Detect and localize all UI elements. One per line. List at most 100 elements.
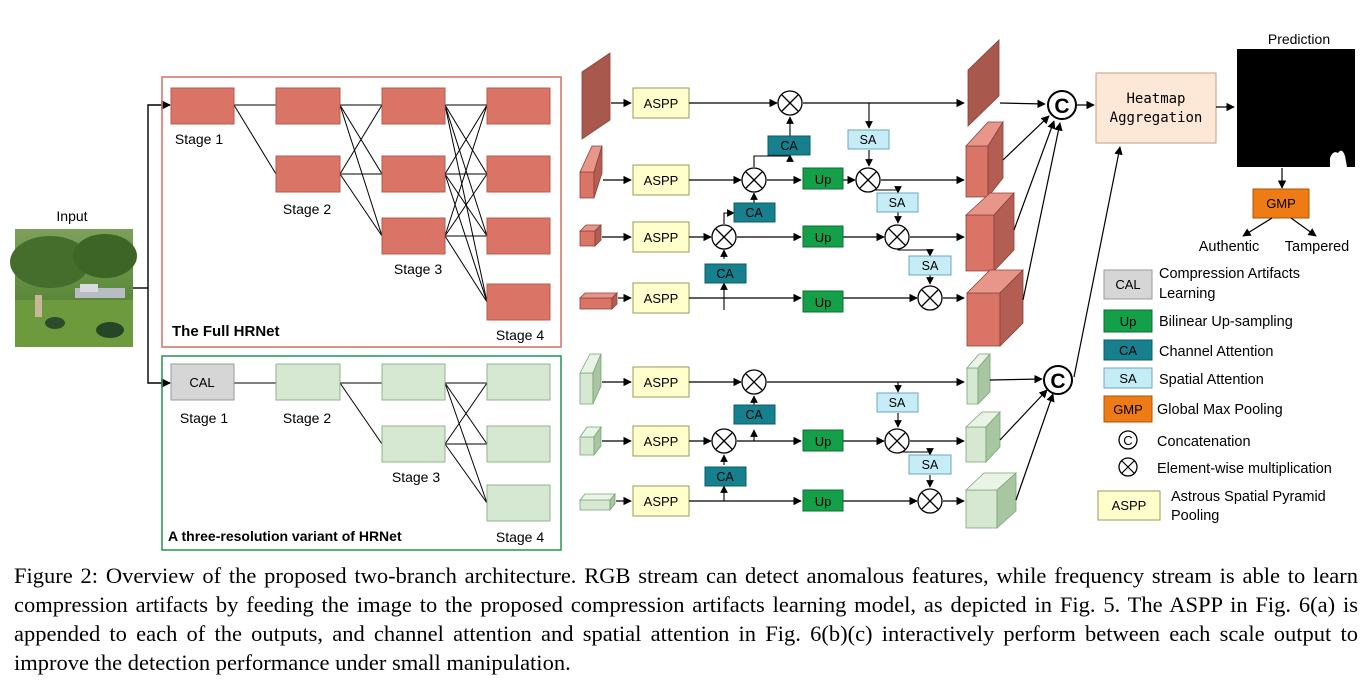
legend-mult-icon <box>1118 457 1138 477</box>
heatmap-label-line2: Aggregation <box>1110 110 1203 126</box>
legend-concat-key: C <box>1123 433 1132 448</box>
rgb-stage2-block-r1 <box>275 87 341 125</box>
up-box-2-label: Up <box>815 230 832 245</box>
freq-stage2-label: Stage 2 <box>283 410 331 426</box>
ca-box-5-label: CA <box>716 470 734 484</box>
freq-output-r1 <box>966 352 991 405</box>
freq-feature-r2 <box>579 425 602 457</box>
aspp-freq-r1 <box>632 366 690 398</box>
aspp-freq-r3 <box>632 485 690 517</box>
mult-node <box>917 285 943 311</box>
mult-node <box>855 167 881 193</box>
prediction-mask <box>1237 49 1355 167</box>
gmp-block-label: GMP <box>1266 196 1296 211</box>
figure-caption: Figure 2: Overview of the proposed two-b… <box>14 563 1358 675</box>
legend-cal-key: CAL <box>1115 277 1140 292</box>
svg-text:C: C <box>1054 95 1069 118</box>
aspp-freq-r3-label: ASPP <box>644 494 679 509</box>
rgb-stage2-block-r2 <box>275 155 341 193</box>
legend: CAL Compression Artifacts Learning Up Bi… <box>1097 266 1332 524</box>
gmp-block <box>1252 188 1310 219</box>
aspp-rgb-r2-label: ASPP <box>644 173 679 188</box>
up-box-1-label: Up <box>815 172 832 187</box>
sa-box-2 <box>876 192 919 213</box>
mult-node <box>884 224 910 250</box>
mult-node <box>711 224 737 250</box>
rgb-stage1-block <box>170 87 235 125</box>
concat-node-freq: C <box>1043 365 1073 395</box>
authentic-label: Authentic <box>1199 239 1259 255</box>
input-image <box>10 229 137 347</box>
freq-stage1-label: Stage 1 <box>180 410 228 426</box>
legend-gmp-text: Global Max Pooling <box>1157 402 1283 418</box>
rgb-stage3-block-r1 <box>381 87 446 125</box>
up-box-3 <box>802 290 844 313</box>
rgb-feature-r3 <box>579 224 602 247</box>
rgb-stage3-block-r2 <box>381 155 446 193</box>
sa-box-4 <box>876 392 919 413</box>
cal-block <box>170 363 235 401</box>
legend-aspp-text-2: Pooling <box>1171 508 1219 524</box>
sa-box-1-label: SA <box>860 133 877 147</box>
legend-cal-swatch <box>1103 269 1153 300</box>
svg-text:C: C <box>1050 370 1065 393</box>
up-box-5-label: Up <box>815 494 832 509</box>
freq-stage3-block-r1 <box>381 363 446 401</box>
aspp-freq-r1-label: ASPP <box>644 375 679 390</box>
mult-node <box>884 428 910 454</box>
legend-up-text: Bilinear Up-sampling <box>1159 314 1293 330</box>
aspp-rgb-r4-label: ASPP <box>644 291 679 306</box>
legend-gmp-key: GMP <box>1113 402 1143 417</box>
aspp-rgb-r3-label: ASPP <box>644 230 679 245</box>
rgb-branch-title: The Full HRNet <box>172 323 280 340</box>
legend-up-swatch <box>1103 309 1153 333</box>
rgb-output-r2 <box>965 120 1004 199</box>
legend-cal-text-1: Compression Artifacts <box>1159 266 1300 282</box>
rgb-output-r1 <box>967 39 1000 127</box>
aspp-rgb-r1 <box>632 87 690 119</box>
legend-sa-text: Spatial Attention <box>1159 372 1264 388</box>
legend-concat-text: Concatenation <box>1157 434 1251 450</box>
up-box-3-label: Up <box>815 295 832 310</box>
rgb-stage2-label: Stage 2 <box>283 201 331 217</box>
rgb-stage3-label: Stage 3 <box>394 261 442 277</box>
legend-aspp-swatch <box>1097 490 1161 521</box>
legend-gmp-swatch <box>1103 395 1153 423</box>
rgb-stage1-label: Stage 1 <box>175 131 223 147</box>
up-box-2 <box>802 225 844 248</box>
legend-aspp-key: ASPP <box>1112 498 1147 513</box>
legend-ca-text: Channel Attention <box>1159 344 1273 360</box>
legend-concat-icon <box>1118 430 1138 450</box>
up-box-4 <box>802 429 844 452</box>
cal-block-label: CAL <box>189 375 214 390</box>
freq-stage4-block-r3 <box>486 484 551 522</box>
rgb-stage4-label: Stage 4 <box>496 327 544 343</box>
frequency-branch-frame <box>161 355 562 551</box>
rgb-branch-frame <box>161 76 562 348</box>
ca-box-4 <box>733 404 776 425</box>
rgb-stage4-block-r3 <box>486 217 551 255</box>
ca-box-3-label: CA <box>716 267 734 281</box>
aspp-rgb-r1-label: ASPP <box>644 96 679 111</box>
rgb-stage4-block-r1 <box>486 87 551 125</box>
mult-node <box>741 369 767 395</box>
freq-stage4-block-r2 <box>486 425 551 463</box>
ca-box-5 <box>704 466 747 487</box>
freq-stage3-label: Stage 3 <box>392 469 440 485</box>
prediction-label: Prediction <box>1268 31 1330 47</box>
sa-box-1 <box>847 129 890 150</box>
ca-box-1 <box>767 135 811 156</box>
legend-sa-swatch <box>1103 367 1153 389</box>
sa-box-3-label: SA <box>922 259 939 273</box>
rgb-output-r4 <box>966 269 1024 347</box>
mult-node <box>741 167 767 193</box>
legend-mult-text: Element-wise multiplication <box>1157 461 1332 477</box>
freq-branch-title: A three-resolution variant of HRNet <box>168 528 402 544</box>
mult-node <box>917 488 943 514</box>
sa-box-4-label: SA <box>889 396 906 410</box>
ca-box-2 <box>733 202 776 223</box>
ca-box-4-label: CA <box>745 408 763 422</box>
rgb-output-r3 <box>964 191 1015 272</box>
freq-output-r3 <box>964 472 1018 529</box>
architecture-diagram: Input S <box>10 31 1355 551</box>
